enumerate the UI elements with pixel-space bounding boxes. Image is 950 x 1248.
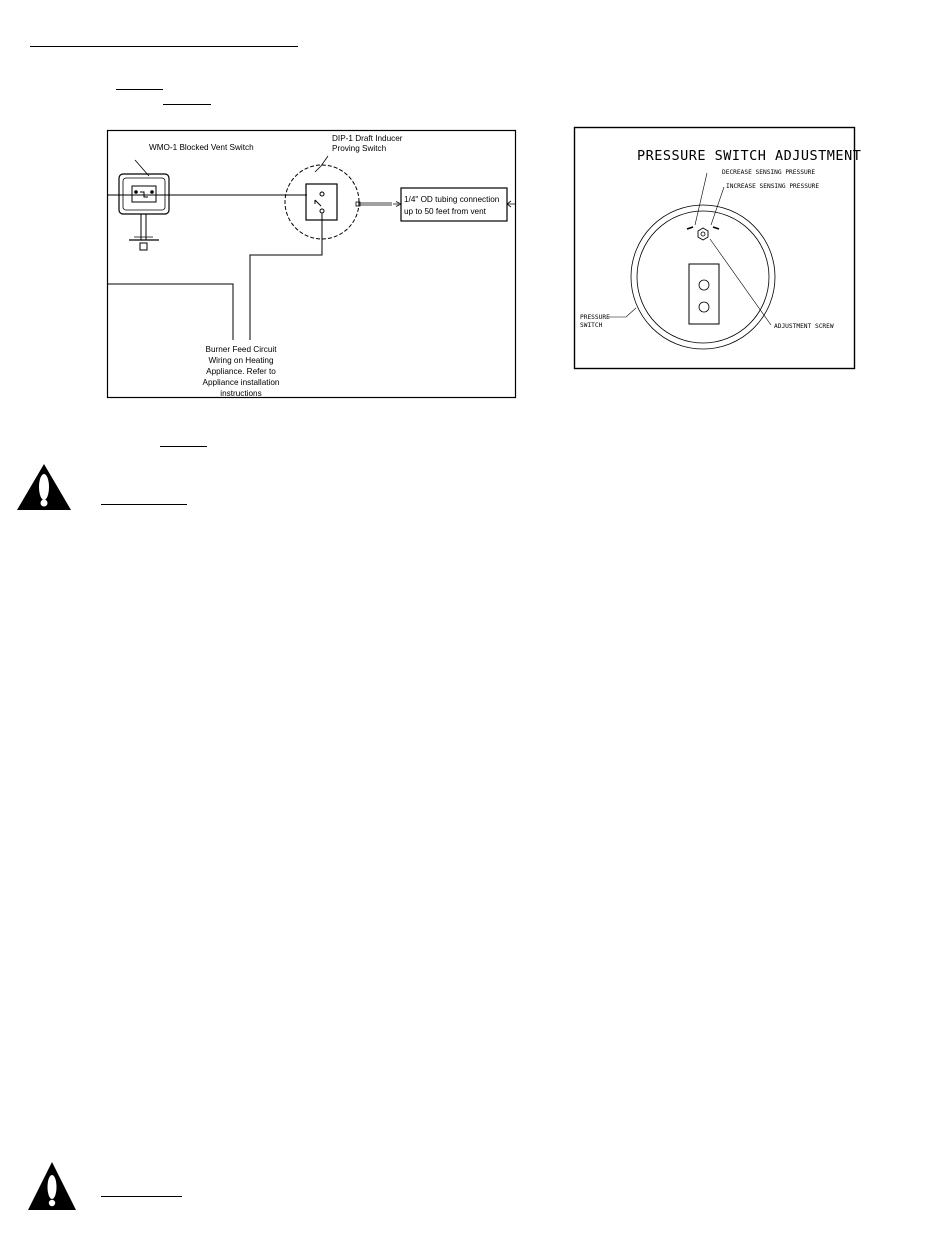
decrease-label: DECREASE SENSING PRESSURE bbox=[722, 169, 815, 176]
warning-icon bbox=[28, 1162, 76, 1210]
tubing-box bbox=[400, 187, 508, 222]
burner-label-1: Burner Feed Circuit bbox=[206, 345, 278, 354]
wmo-label: WMO-1 Blocked Vent Switch bbox=[149, 143, 254, 152]
subheading-underline bbox=[163, 104, 211, 105]
burner-label-5: instructions bbox=[220, 389, 261, 398]
adjustment-screw bbox=[697, 227, 709, 241]
adjustment-title: PRESSURE SWITCH ADJUSTMENT bbox=[637, 148, 861, 164]
heading-underline bbox=[30, 46, 298, 47]
warning-underline bbox=[101, 1196, 182, 1197]
warning-icon bbox=[17, 464, 71, 510]
tubing-label-1: 1/4" OD tubing connection bbox=[404, 195, 500, 204]
switch-terminal-block bbox=[688, 263, 720, 325]
dip-label-1: DIP-1 Draft Inducer bbox=[332, 134, 403, 143]
warning-underline bbox=[101, 504, 187, 505]
pressure-label-1: PRESSURE bbox=[580, 314, 610, 321]
adjustment-frame bbox=[573, 126, 856, 370]
burner-label-4: Appliance installation bbox=[203, 378, 280, 387]
adjustment-diagram: PRESSURE SWITCH ADJUSTMENT DECREASE SENS… bbox=[573, 126, 861, 370]
dip-label-2: Proving Switch bbox=[332, 144, 387, 153]
pressure-label-2: SWITCH bbox=[580, 322, 603, 329]
subheading-underline bbox=[116, 89, 163, 90]
burner-label-3: Appliance. Refer to bbox=[206, 367, 276, 376]
wiring-diagram: WMO-1 Blocked Vent Switch DIP-1 Draft In… bbox=[106, 129, 517, 399]
diagram-frame bbox=[106, 129, 517, 399]
screw-label: ADJUSTMENT SCREW bbox=[774, 323, 834, 330]
wmo-switch bbox=[118, 173, 170, 251]
increase-label: INCREASE SENSING PRESSURE bbox=[726, 183, 819, 190]
tubing-label-2: up to 50 feet from vent bbox=[404, 207, 487, 216]
step-underline bbox=[160, 446, 207, 447]
burner-label-2: Wiring on Heating bbox=[208, 356, 274, 365]
